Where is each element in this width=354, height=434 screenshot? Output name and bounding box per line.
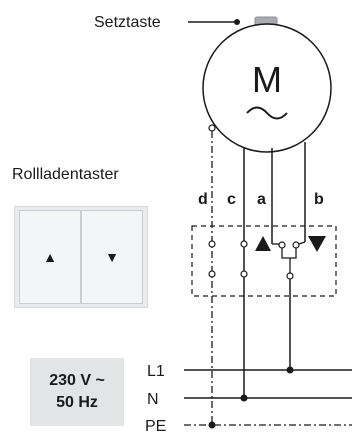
terminal-d-bottom bbox=[208, 270, 216, 278]
wire-label-c: c bbox=[227, 191, 236, 208]
switch-bridge bbox=[281, 248, 297, 259]
wire-label-d: d bbox=[198, 191, 208, 208]
switch-enclosure bbox=[191, 225, 337, 297]
down-triangle-icon: ▼ bbox=[105, 249, 119, 265]
motor-circle bbox=[202, 23, 332, 153]
wire-label-b: b bbox=[314, 191, 324, 208]
contact-a bbox=[278, 241, 286, 249]
terminal-c-bottom bbox=[240, 270, 248, 278]
down-rocker[interactable]: ▼ bbox=[81, 210, 143, 304]
motor-terminal-pe bbox=[208, 124, 216, 132]
up-arrow-icon bbox=[255, 236, 271, 251]
supply-frequency: 50 Hz bbox=[56, 394, 98, 411]
rolladentaster-label: Rollladentaster bbox=[12, 166, 119, 183]
label-l1: L1 bbox=[147, 363, 165, 380]
terminal-c-top bbox=[240, 240, 248, 248]
supply-rating-box: 230 V ~ 50 Hz bbox=[30, 358, 124, 426]
up-rocker[interactable]: ▲ bbox=[19, 210, 81, 304]
up-triangle-icon: ▲ bbox=[43, 249, 57, 265]
terminal-d-top bbox=[208, 240, 216, 248]
terminal-l-bottom bbox=[286, 272, 294, 280]
label-n: N bbox=[147, 391, 159, 408]
setztaste-label: Setztaste bbox=[94, 14, 161, 31]
contact-b bbox=[292, 241, 300, 249]
down-arrow-icon bbox=[308, 236, 326, 252]
setztaste-pointer-dot bbox=[234, 19, 240, 25]
contact-b-lead bbox=[298, 241, 306, 245]
supply-voltage: 230 V ~ bbox=[49, 372, 105, 389]
junction-n bbox=[240, 394, 248, 402]
motor-symbol: M bbox=[252, 59, 282, 100]
wire-label-a: a bbox=[257, 191, 266, 208]
junction-pe bbox=[208, 421, 216, 429]
rolladentaster-switch: ▲ ▼ bbox=[14, 206, 148, 308]
junction-l1 bbox=[286, 366, 294, 374]
label-pe: PE bbox=[145, 418, 166, 434]
ac-tilde-icon bbox=[246, 106, 288, 120]
